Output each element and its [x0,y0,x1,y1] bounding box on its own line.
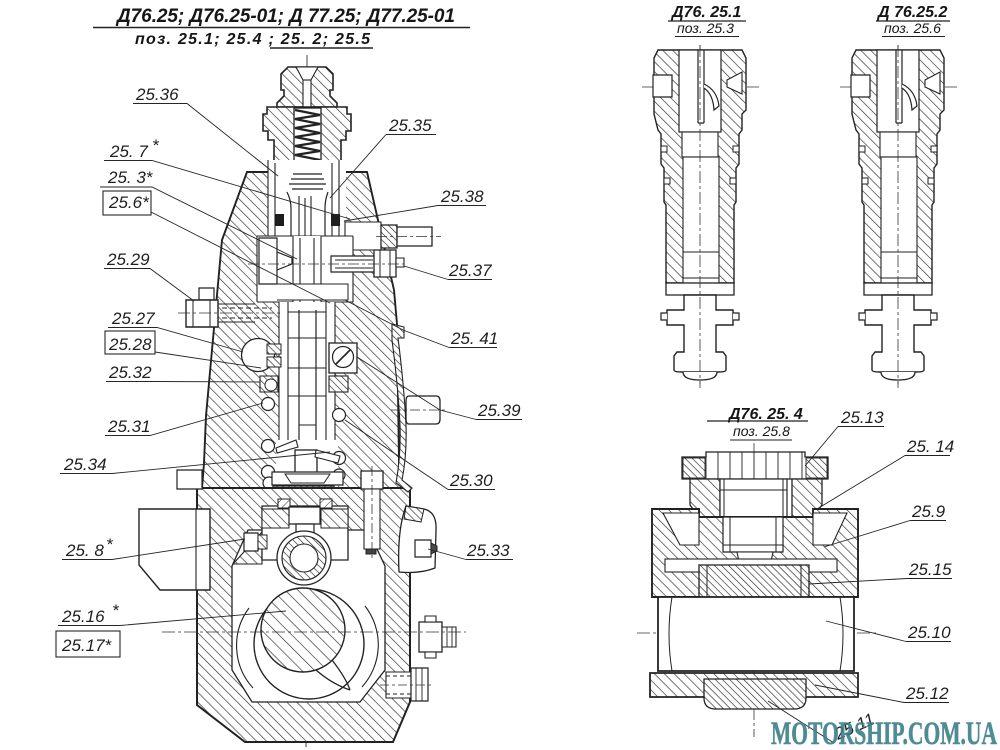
svg-text:поз. 25.6: поз. 25.6 [884,20,941,36]
svg-text:25.15: 25.15 [908,560,952,579]
svg-text:25. 7: 25. 7 [109,142,148,161]
svg-text:25. 14: 25. 14 [906,437,954,456]
svg-text:25.17*: 25.17* [61,636,113,655]
svg-text:25.39: 25.39 [477,401,521,420]
svg-text:25.16: 25.16 [61,607,105,626]
svg-text:25. 3*: 25. 3* [107,168,154,187]
svg-text:25.13: 25.13 [840,408,884,427]
svg-text:25.31: 25.31 [107,417,151,436]
svg-text:поз. 25.8: поз. 25.8 [733,423,790,439]
svg-text:*: * [106,535,114,554]
svg-text:*: * [112,601,120,620]
svg-text:25.35: 25.35 [388,116,432,135]
svg-text:Д76.25; Д76.25-01; Д 77.25;: Д76.25; Д76.25-01; Д 77.25; Д77.25-01 [115,6,455,27]
svg-text:MOTORSHIP.COM.UA: MOTORSHIP.COM.UA [771,716,997,750]
svg-text:25.28: 25.28 [108,335,152,354]
svg-text:25.9: 25.9 [911,502,946,521]
svg-text:25.33: 25.33 [466,541,510,560]
svg-text:25.34: 25.34 [63,455,107,474]
svg-text:25. 8: 25. 8 [65,541,104,560]
svg-text:25.30: 25.30 [449,471,493,490]
svg-text:Д 76.25.2: Д 76.25.2 [876,4,947,21]
svg-text:25.10: 25.10 [907,623,951,642]
svg-text:25.27: 25.27 [111,309,155,328]
svg-text:25.38: 25.38 [440,187,484,206]
svg-text:25.29: 25.29 [106,250,150,269]
svg-text:25.36: 25.36 [135,85,179,104]
svg-text:25. 41: 25. 41 [450,329,498,348]
svg-text:Д76. 25. 4: Д76. 25. 4 [727,406,803,423]
svg-text:25.37: 25.37 [448,261,492,280]
svg-text:поз. 25.1; 25.4 ; 25. 2;: поз. 25.1; 25.4 ; 25. 2; 25.5 [135,31,371,48]
svg-text:25.32: 25.32 [108,363,152,382]
svg-text:25.12: 25.12 [905,684,949,703]
svg-text:25.6*: 25.6* [108,193,150,212]
svg-text:поз. 25.3: поз. 25.3 [677,20,734,36]
svg-text:*: * [152,136,160,155]
svg-text:Д76. 25.1: Д76. 25.1 [670,4,741,21]
